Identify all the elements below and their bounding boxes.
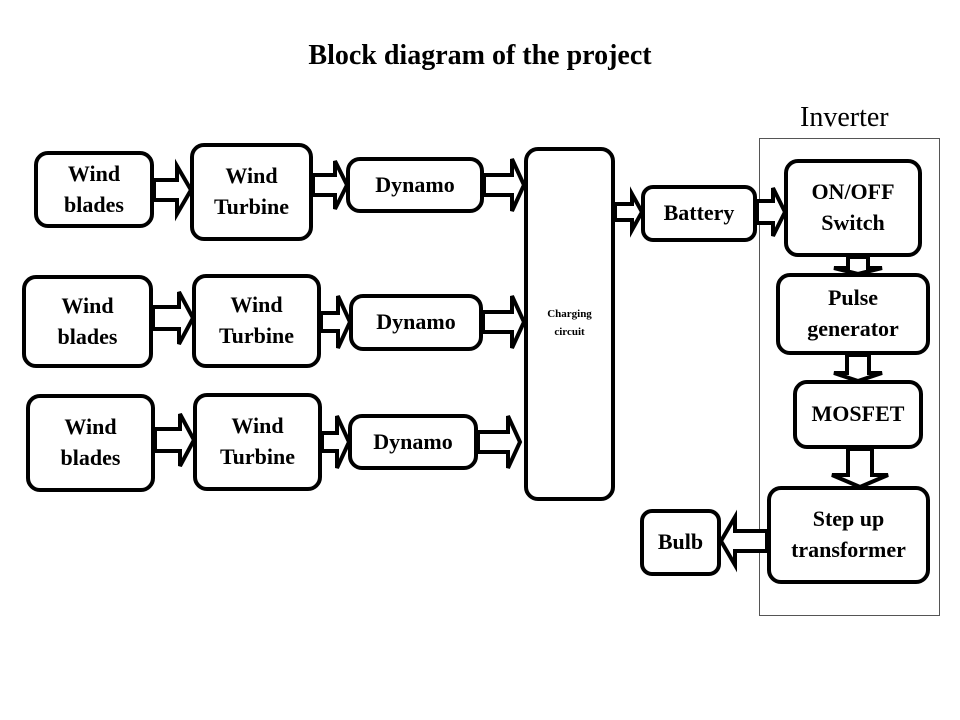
arrow-turbine-to-dynamo-1 bbox=[311, 160, 350, 210]
wind-blades-block-1: Wind blades bbox=[34, 151, 154, 228]
block-label: Bulb bbox=[657, 529, 704, 555]
battery-block: Battery bbox=[641, 185, 757, 242]
arrow-charging-to-battery bbox=[613, 186, 645, 238]
block-label: Dynamo bbox=[375, 171, 455, 197]
dynamo-block-3: Dynamo bbox=[348, 414, 478, 470]
arrow-blades-to-turbine-3 bbox=[153, 413, 197, 467]
pulse-generator-block: Pulse generator bbox=[776, 273, 930, 355]
arrow-dynamo-to-charging-2 bbox=[481, 295, 527, 349]
block-label: Wind blades bbox=[57, 292, 118, 349]
mosfet-block: MOSFET bbox=[793, 380, 923, 449]
dynamo-block-2: Dynamo bbox=[349, 294, 483, 351]
charging-circuit-block: Charging circuit bbox=[524, 147, 615, 501]
block-label: Wind blades bbox=[64, 160, 124, 217]
block-label: ON/OFF Switch bbox=[811, 179, 895, 235]
bulb-block: Bulb bbox=[640, 509, 721, 576]
arrow-dynamo-to-charging-1 bbox=[482, 158, 527, 212]
block-label: Charging circuit bbox=[547, 308, 592, 338]
wind-turbine-block-2: Wind Turbine bbox=[192, 274, 321, 368]
block-label: Wind Turbine bbox=[213, 163, 289, 219]
block-label: Wind blades bbox=[60, 414, 121, 470]
block-label: Battery bbox=[663, 200, 735, 226]
block-label: Pulse generator bbox=[807, 285, 899, 341]
inverter-group-label: Inverter bbox=[800, 102, 889, 133]
arrow-turbine-to-dynamo-3 bbox=[320, 415, 352, 469]
arrow-turbine-to-dynamo-2 bbox=[319, 295, 353, 349]
block-label: Wind Turbine bbox=[219, 413, 295, 469]
block-label: MOSFET bbox=[811, 401, 905, 427]
step-up-transformer-block: Step up transformer bbox=[767, 486, 930, 584]
diagram-title: Block diagram of the project bbox=[308, 40, 652, 71]
block-label: Step up transformer bbox=[791, 506, 906, 562]
wind-turbine-block-1: Wind Turbine bbox=[190, 143, 313, 241]
block-label: Dynamo bbox=[376, 309, 456, 335]
on-off-switch-block: ON/OFF Switch bbox=[784, 159, 922, 257]
arrow-blades-to-turbine-1 bbox=[152, 158, 194, 222]
wind-turbine-block-3: Wind Turbine bbox=[193, 393, 322, 491]
wind-blades-block-3: Wind blades bbox=[26, 394, 155, 492]
block-label: Dynamo bbox=[373, 428, 453, 454]
inverter-group-frame bbox=[759, 138, 940, 616]
dynamo-block-1: Dynamo bbox=[346, 157, 484, 213]
block-label: Wind Turbine bbox=[218, 292, 294, 348]
arrow-dynamo-to-charging-3 bbox=[476, 415, 523, 469]
arrow-blades-to-turbine-2 bbox=[151, 291, 196, 345]
wind-blades-block-2: Wind blades bbox=[22, 275, 153, 368]
